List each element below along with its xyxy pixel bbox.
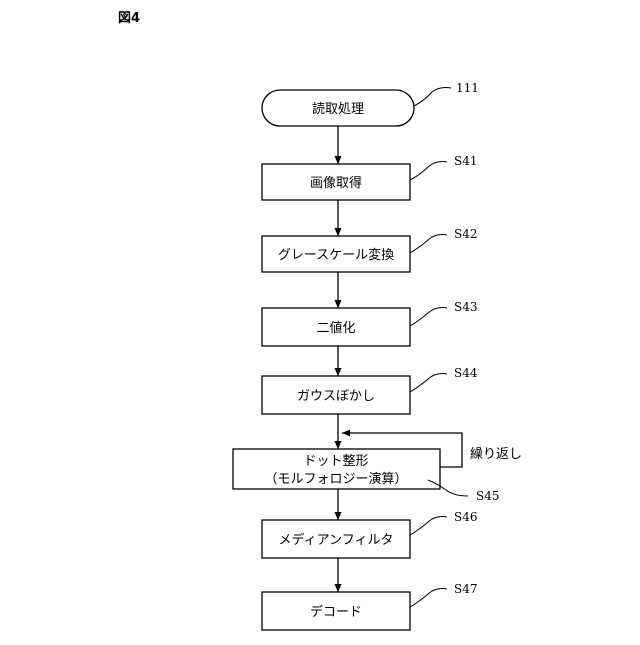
ref-leader-111 (414, 88, 451, 107)
step-s42-box: グレースケール変換 (262, 236, 410, 272)
figure-label: 図4 (118, 11, 140, 26)
ref-leader-s44 (410, 374, 447, 392)
ref-s45: S45 (476, 489, 500, 503)
step-s41-box: 画像取得 (262, 164, 410, 200)
ref-leader-s41 (410, 162, 447, 180)
step-s43-label: 二値化 (316, 320, 355, 336)
ref-s46: S46 (454, 510, 478, 524)
ref-leader-s47 (410, 589, 447, 607)
ref-111: 111 (456, 81, 479, 95)
step-s45-label-line2: （モルフォロジー演算） (264, 471, 407, 487)
step-s44-label: ガウスぼかし (297, 389, 375, 404)
step-s46-label: メディアンフィルタ (279, 532, 394, 548)
step-s43-box: 二値化 (262, 308, 410, 346)
start-label: 読取処理 (312, 101, 364, 117)
step-s42-label: グレースケール変換 (278, 247, 394, 263)
step-s41-label: 画像取得 (310, 175, 362, 191)
step-s47-label: デコード (310, 604, 362, 620)
step-s47-box: デコード (262, 592, 410, 630)
ref-s47: S47 (454, 582, 478, 596)
loop-label: 繰り返し (470, 447, 522, 462)
ref-s41: S41 (454, 154, 478, 168)
ref-s44: S44 (454, 366, 478, 380)
step-s45-box: ドット整形 （モルフォロジー演算） (233, 449, 440, 489)
step-s44-box: ガウスぼかし (262, 376, 410, 414)
step-s46-box: メディアンフィルタ (262, 520, 410, 558)
start-terminator: 読取処理 (262, 90, 414, 126)
ref-s43: S43 (454, 300, 478, 314)
ref-s42: S42 (454, 227, 478, 241)
ref-leader-s43 (410, 308, 447, 326)
ref-leader-s46 (410, 517, 447, 535)
step-s45-label-line1: ドット整形 (303, 454, 368, 469)
ref-leader-s42 (410, 235, 447, 253)
